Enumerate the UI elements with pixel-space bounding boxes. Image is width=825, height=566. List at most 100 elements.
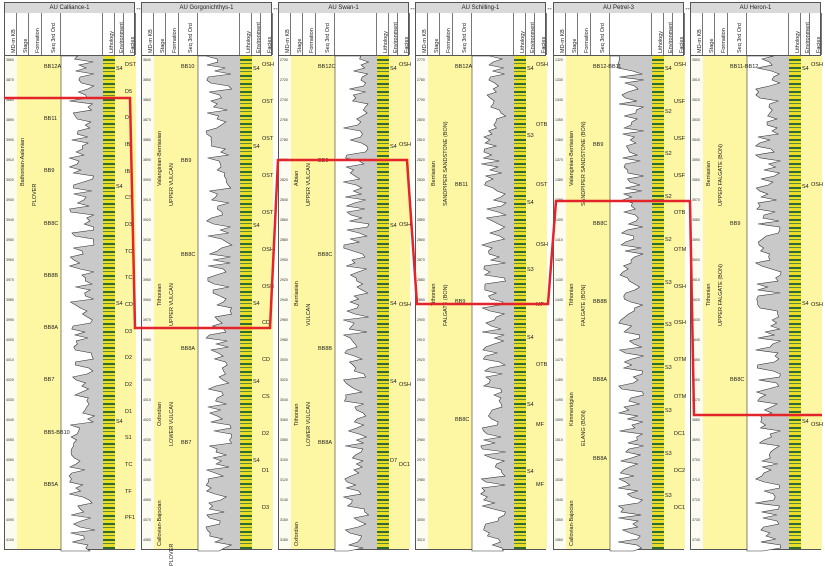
- depth-tick: 1440: [555, 298, 563, 302]
- facies-label: OSH: [262, 246, 274, 253]
- depth-tick: 3550: [692, 158, 700, 162]
- sequence-label: BB9: [181, 158, 192, 164]
- column-header: Environment: [115, 13, 125, 55]
- sequence-label: BB12A: [44, 64, 62, 70]
- column-header: Lithology: [514, 13, 526, 55]
- facies-label: OSH: [262, 62, 274, 68]
- depth-tick: 3610: [692, 278, 700, 282]
- sequence-label: BB8A: [593, 455, 608, 462]
- depth-tick: 3860: [143, 98, 151, 102]
- facies-label: OTB: [674, 209, 686, 216]
- gamma-log-curve: [609, 55, 645, 552]
- column-header: Stage: [154, 13, 166, 55]
- depth-tick: 3620: [692, 298, 700, 302]
- facies-label: USF: [674, 98, 685, 105]
- environment-label: S3: [665, 322, 672, 329]
- sequence-label: BB8A: [593, 377, 608, 384]
- column-header: Stage: [703, 13, 715, 55]
- facies-label: D1: [262, 468, 270, 475]
- environment-label: S4: [390, 144, 397, 151]
- depth-tick: 3840: [143, 58, 151, 62]
- depth-tick: 3180: [280, 538, 288, 542]
- facies-label: D3: [125, 222, 133, 228]
- depth-tick: 3940: [6, 218, 14, 222]
- facies-label: OTM: [674, 246, 687, 253]
- sequence-label: BB8A: [318, 440, 333, 446]
- column-header: Formation: [578, 13, 591, 55]
- depth-tick: 1450: [555, 318, 563, 322]
- sequence-label: BB8A: [44, 325, 59, 332]
- environment-label: S3: [527, 267, 534, 274]
- column-header: Stage: [428, 13, 440, 55]
- column-header: Seq 3rd Ord: [316, 13, 335, 55]
- environment-label: S4: [802, 183, 809, 190]
- sequence-label: BB11-BB12: [730, 64, 759, 70]
- depth-tick: 1330: [555, 78, 563, 82]
- column-header: MD-m KB: [554, 13, 566, 55]
- facies-label: OSH: [674, 283, 686, 290]
- facies-label: S1: [125, 435, 132, 442]
- depth-tick: 4030: [143, 438, 151, 442]
- facies-track: [398, 56, 410, 549]
- facies-label: OST: [536, 182, 548, 188]
- depth-tick: 2980: [280, 338, 288, 342]
- facies-label: D2: [125, 382, 133, 388]
- depth-tick: 2920: [417, 358, 425, 362]
- depth-tick: 1380: [555, 178, 563, 182]
- sequence-label: BB12A: [455, 64, 473, 70]
- sequence-label: BB8C: [730, 377, 745, 384]
- depth-tick: 1360: [555, 138, 563, 142]
- sequence-label: BB9: [44, 168, 55, 175]
- depth-tick: 2970: [417, 458, 425, 462]
- facies-label: PF1: [125, 515, 136, 522]
- sequence-label: BB12-BB11: [593, 64, 622, 70]
- depth-tick: 3970: [6, 278, 14, 282]
- depth-tick: 3920: [143, 218, 151, 222]
- depth-tick: 1320: [555, 58, 563, 62]
- environment-label: S4: [253, 222, 260, 229]
- environment-label: S4: [527, 66, 534, 72]
- depth-tick: 2790: [417, 98, 425, 102]
- depth-tick: 1520: [555, 458, 563, 462]
- column-header: Seq 3rd Ord: [42, 13, 61, 55]
- depth-tick: 2880: [280, 238, 288, 242]
- depth-tick: 3980: [6, 298, 14, 302]
- sequence-label: BB10: [181, 64, 195, 70]
- depth-tick: 2910: [417, 338, 425, 342]
- environment-label: S4: [527, 401, 534, 408]
- facies-label: OSH: [811, 62, 823, 68]
- facies-track: [535, 56, 547, 549]
- depth-tick: 4020: [6, 378, 14, 382]
- environment-label: S4: [390, 301, 397, 307]
- depth-tick: 3710: [692, 478, 700, 482]
- gamma-log-curve: [60, 55, 96, 552]
- panel-connector-icon: ↔: [409, 5, 416, 12]
- depth-tick: 4040: [6, 418, 14, 422]
- column-header: Seq 3rd Ord: [728, 13, 747, 55]
- sequence-label: BB5-BB10: [44, 429, 70, 436]
- environment-label: S3: [665, 279, 672, 286]
- depth-tick: 3060: [280, 418, 288, 422]
- facies-label: DST: [125, 62, 136, 68]
- depth-tick: 4050: [6, 438, 14, 442]
- depth-tick: 2860: [280, 218, 288, 222]
- environment-label: S3: [665, 493, 672, 500]
- depth-tick: 3890: [143, 158, 151, 162]
- facies-label: OSH: [399, 62, 411, 68]
- depth-tick: 2800: [417, 118, 425, 122]
- depth-tick: 2900: [417, 318, 425, 322]
- facies-label: OSH: [399, 382, 411, 388]
- column-header: Stage: [17, 13, 29, 55]
- depth-tick: 3000: [280, 358, 288, 362]
- depth-tick: 4080: [6, 498, 14, 502]
- facies-label: D2: [262, 431, 270, 438]
- panel-connector-icon: ↔: [684, 5, 691, 12]
- depth-tick: 1370: [555, 158, 563, 162]
- environment-label: S4: [116, 301, 123, 307]
